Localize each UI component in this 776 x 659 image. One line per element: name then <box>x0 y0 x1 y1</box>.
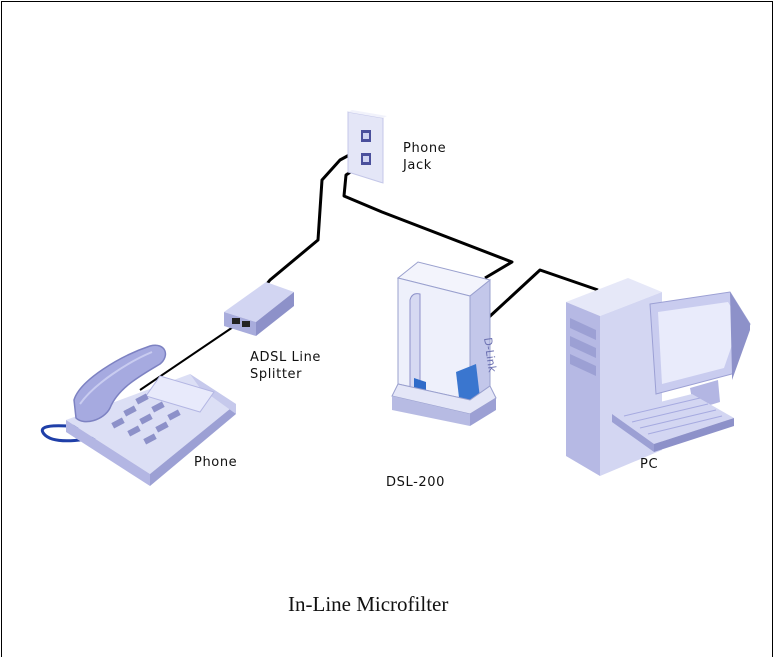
diagram-caption: In-Line Microfilter <box>288 592 449 616</box>
adsl-splitter-icon <box>224 282 294 336</box>
splitter-label-line1: ADSL Line <box>250 350 322 365</box>
phone-jack-label-line2: Jack <box>403 158 432 173</box>
phone-jack-label: Phone Jack <box>403 140 446 174</box>
wall-phone-jack-icon <box>347 110 387 184</box>
telephone-icon <box>40 344 236 486</box>
pc-label: PC <box>640 457 659 472</box>
phone-label: Phone <box>194 455 238 470</box>
cable-splitter-to-phone <box>139 324 237 391</box>
phone-handset <box>73 344 167 423</box>
modem-label: DSL-200 <box>386 475 445 490</box>
cable-jack-to-splitter <box>260 145 365 291</box>
modem-brand-label: D-Link <box>481 337 499 374</box>
cable-modem-to-pc <box>486 268 599 320</box>
desktop-pc-icon <box>566 278 751 476</box>
cable-jack-to-modem <box>342 161 514 280</box>
splitter-label-line2: Splitter <box>250 367 303 382</box>
splitter-label: ADSL Line Splitter <box>250 349 321 383</box>
cables <box>139 145 599 391</box>
phone-jack-label-line1: Phone <box>403 141 447 156</box>
dsl-modem-icon: D-Link <box>391 261 499 426</box>
